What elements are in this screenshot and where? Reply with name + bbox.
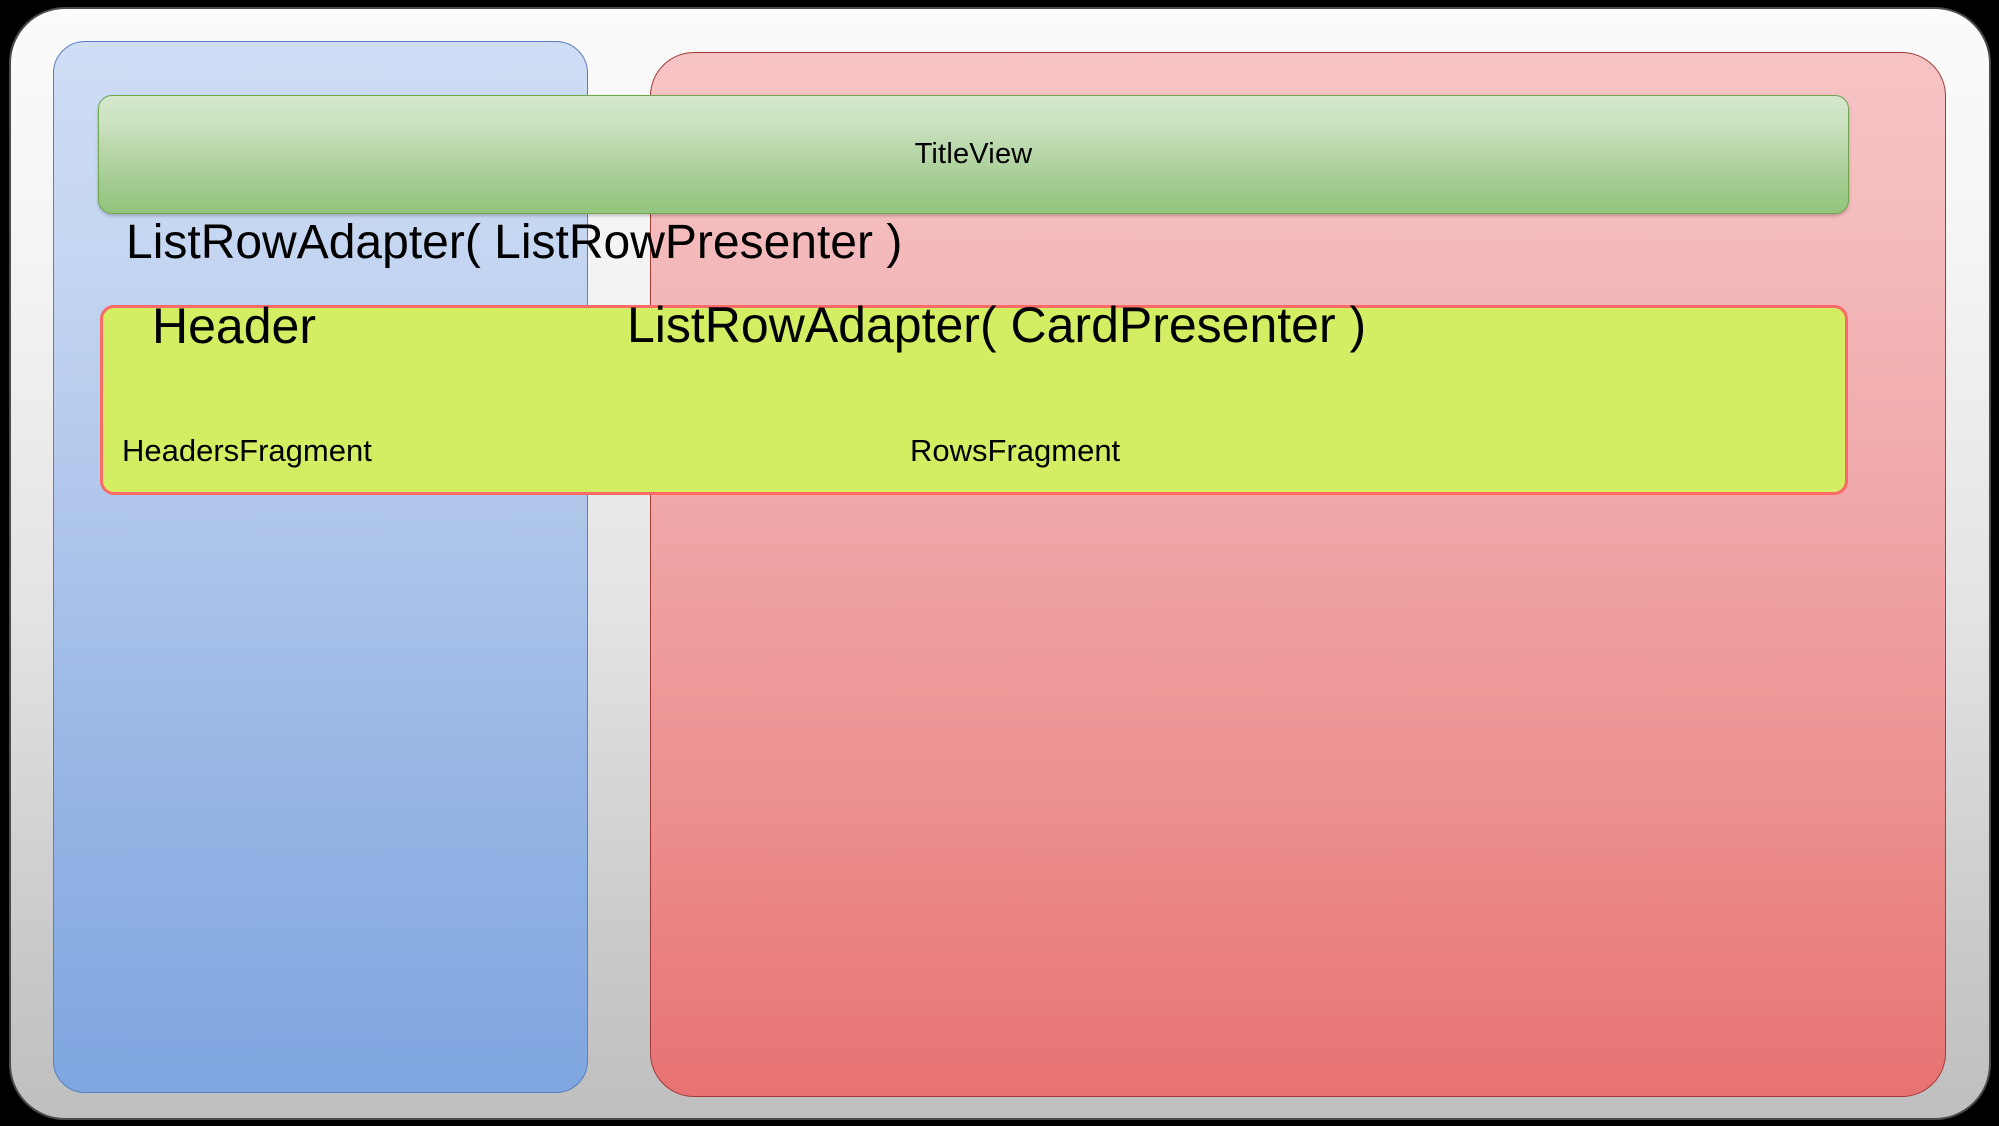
title-view-label: TitleView — [914, 138, 1033, 170]
panel-rows-fragment[interactable] — [650, 52, 1946, 1097]
label-headers-fragment: HeadersFragment — [122, 433, 372, 468]
title-view-bar[interactable]: TitleView — [98, 95, 1849, 214]
panel-headers-fragment[interactable] — [53, 41, 588, 1093]
browse-fragment-shell: TitleView ListRowAdapter( ListRowPresent… — [9, 7, 1991, 1120]
label-rows-fragment: RowsFragment — [910, 433, 1121, 468]
adapter-row-box[interactable] — [100, 305, 1848, 495]
label-listrowadapter-cardpresenter: ListRowAdapter( CardPresenter ) — [627, 297, 1367, 353]
label-listrowadapter-listrowpresenter: ListRowAdapter( ListRowPresenter ) — [126, 216, 903, 269]
label-header: Header — [152, 298, 316, 354]
